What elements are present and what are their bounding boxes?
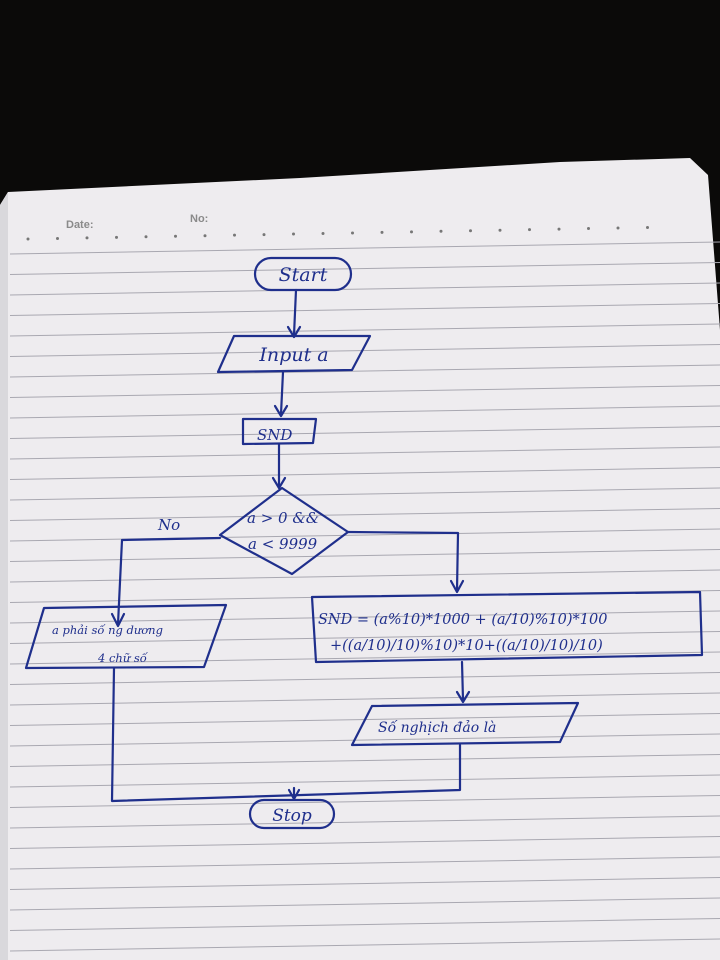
formula-process <box>310 590 704 664</box>
stop-label: Stop <box>272 806 312 826</box>
ruled-line <box>9 672 720 685</box>
header-dot <box>498 228 502 232</box>
ruled-line <box>9 733 720 747</box>
ruled-line <box>9 385 720 398</box>
ruled-line <box>9 754 720 767</box>
header-dot <box>528 228 531 232</box>
header-dot <box>174 234 177 238</box>
merge-lines <box>110 666 462 803</box>
ruled-line <box>9 241 720 255</box>
header-dot <box>439 229 443 233</box>
ruled-line <box>9 856 720 870</box>
header-dot <box>144 235 148 239</box>
date-label: Date: <box>66 219 94 231</box>
arrow-formula-output <box>460 660 465 702</box>
arrow-input-assign <box>279 370 285 416</box>
ruled-line <box>9 446 720 460</box>
no-label: No: <box>190 213 208 225</box>
ruled-line <box>9 877 720 890</box>
ruled-line <box>9 487 720 501</box>
formula-line-1: SND = (a%10)*1000 + (a/10)%10)*100 <box>318 612 607 628</box>
header-dot-line <box>26 225 649 241</box>
header-dot <box>469 229 472 233</box>
ruled-line <box>9 918 720 931</box>
error-line-1: a phải số ng dương <box>52 623 163 637</box>
arrowhead <box>273 404 289 418</box>
arrow-start-input <box>292 288 298 337</box>
assign-label: SND <box>257 426 292 444</box>
start-label: Start <box>279 264 328 286</box>
input-label: Input a <box>258 344 328 366</box>
ruled-line <box>9 282 720 296</box>
ruled-line <box>9 364 720 378</box>
ruled-line <box>9 815 720 829</box>
ruled-line <box>9 303 720 316</box>
header-dot <box>26 237 30 241</box>
ruled-line <box>9 651 720 665</box>
formula-line-2: +((a/10)/10)%10)*10+((a/10)/10)/10) <box>330 638 603 654</box>
arrow-no-branch <box>116 536 222 626</box>
ruled-line <box>9 508 720 521</box>
ruled-line <box>9 610 720 624</box>
result-output-parallelogram <box>350 701 580 747</box>
ruled-line <box>9 323 720 337</box>
header-dot <box>115 235 118 239</box>
header-dot <box>321 232 325 235</box>
ruled-line <box>9 836 720 849</box>
ruled-line <box>9 344 720 357</box>
error-output-parallelogram <box>24 603 228 670</box>
ruled-line <box>9 795 720 808</box>
ruled-line <box>9 426 720 439</box>
header-dot <box>587 227 590 231</box>
header-dot <box>292 232 295 236</box>
ruled-line <box>9 405 720 419</box>
ruled-line <box>9 467 720 480</box>
error-line-2: 4 chữ số <box>97 651 149 665</box>
assign-process <box>241 417 318 446</box>
header-dot <box>262 233 266 237</box>
decision-diamond <box>218 486 350 576</box>
ruled-line <box>9 938 720 952</box>
ruled-line <box>9 897 720 911</box>
ruled-line <box>9 549 720 562</box>
ruled-line <box>9 692 720 706</box>
output-label: Số nghịch đảo là <box>378 719 496 736</box>
no-label: No <box>157 516 180 534</box>
flowchart: Start Input a SND a > 0 && a < 9999 No a… <box>24 256 704 830</box>
condition-line-2: a < 9999 <box>248 535 318 553</box>
header-dot <box>646 225 649 229</box>
ruled-line <box>9 569 720 583</box>
condition-line-1: a > 0 && <box>247 509 319 527</box>
ruled-line <box>9 774 720 788</box>
header-dot <box>410 230 413 234</box>
arrow-yes-branch <box>346 530 460 592</box>
header-dot <box>56 236 59 240</box>
header-dot <box>203 234 207 238</box>
start-terminal <box>253 256 353 292</box>
header-dot <box>380 230 384 234</box>
page-edge <box>0 192 8 960</box>
header-dot <box>557 227 561 231</box>
arrowhead <box>110 612 126 628</box>
header-dot <box>351 231 354 235</box>
ruled-line <box>9 262 720 275</box>
arrowhead <box>455 690 471 704</box>
stop-terminal <box>248 798 336 830</box>
header-dot <box>616 226 620 230</box>
notebook-page <box>0 158 720 960</box>
arrowhead <box>449 579 465 594</box>
arrowhead <box>271 476 287 490</box>
ruled-line <box>9 631 720 644</box>
input-parallelogram <box>216 334 372 374</box>
header-dot <box>233 233 236 237</box>
header-dot <box>85 236 89 240</box>
